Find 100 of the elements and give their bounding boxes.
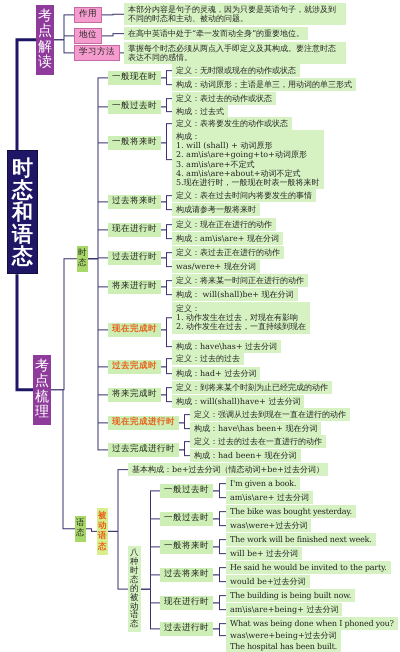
note-box: 定义：表在过去时间内将要发生的事情 [172,189,316,202]
note-box: 构成：have\has been+ 现在分词 [190,422,322,436]
note-box: 构成：had+ 过去分词 [172,367,260,380]
note-line: 2. 动作发生在过去，一直持续到现在 [176,322,306,332]
example-box: The hospital has been built. [226,640,342,652]
connector-line [178,422,190,430]
category-box: 地位 [74,28,102,44]
connector-line [86,528,98,532]
note-box: 本部分内容是句子的灵魂，因为只要是英语句子，就涉及到不同的时态和主动、被动的问题。 [124,3,346,26]
note-box: was/were+ 现在分词 [172,260,260,274]
note-box: 定义：过去的过去在一直进行的动作 [190,435,326,448]
connector-line [160,142,172,160]
connector-line [16,274,33,392]
example-box: He said he would be invited to the party. [226,561,391,574]
connector-line [212,602,226,610]
connector-line [212,490,226,498]
section-box: 考点解读 [36,5,54,75]
tense-box: 过去将来时 [160,568,213,582]
branch-box: 语态 [75,516,86,542]
tense-box: 一般过去时 [160,512,213,526]
note-box: would be+过去分词 [226,575,310,588]
tense-box: 将来完成时 [108,388,161,402]
note-line: 1. 动作发生在过去，对现在有影响 [176,313,300,322]
connector-line [140,588,160,630]
note-box: 定义：表将要发生的动作或状态 [172,117,292,130]
connector-line [212,546,226,554]
connector-line [160,257,172,268]
note-box: 构成：had been+ 现在分词 [190,449,301,462]
note-heading: 定义： [176,304,201,314]
note-box: 定义：将来某一时间正在进行的动作 [172,274,308,288]
note-box: 构成：动词原形；主语是单三，用动词的单三形式 [172,78,356,92]
example-box: The building is being built now. [226,589,356,602]
note-box: 定义：强调从过去到现在一直在进行的动作 [190,408,350,422]
tense-box: 过去进行时 [160,622,213,636]
note-box: 掌握每个时态必须从两点入手即定义及其构成。要注意时态表达不同的感情。 [124,42,346,64]
example-box: The bike was bought yesterday. [226,505,356,518]
connector-line [160,329,172,348]
connector-line [102,14,124,16]
category-box: 学习方法 [74,45,120,61]
connector-line [212,628,226,636]
tense-box: 现在完成进行时 [108,416,179,430]
note-box: 定义：过去的过去 [172,352,244,366]
note-heading: 构成： [176,132,201,142]
note-box: 构成：have\has+ 过去分词 [172,340,282,354]
tense-box: 过去完成时 [108,360,161,374]
note-line: 1. will (shall) + 动词原形 [176,141,274,150]
note-line: 2. am\is\are+going+to+动词原形 [176,150,308,160]
note-box: am\is\are+being+ 过去分词 [226,603,342,616]
connector-line [108,530,128,590]
note-box: 定义：现在正在进行的动作 [172,218,276,232]
tense-box: 过去进行时 [108,251,161,265]
note-box: 在高中英语中处于“牵一发而动全身”的重要地位。 [124,27,308,40]
connector-line [50,389,76,530]
tense-box: 现在进行时 [108,223,161,237]
branch-box: 被动语态 [97,508,108,555]
section-box: 考点梳理 [33,355,51,425]
note-box: 定义：表过去的动作或状态 [172,92,276,106]
category-box: 作用 [74,7,102,23]
note-box: was\were+过去分词 [226,519,312,532]
note-box: will be+ 过去分词 [226,547,302,560]
note-box [172,302,310,334]
connector-line [16,38,36,150]
connector-line [160,77,172,86]
note-box: 构成：am\is\are+ 现在分词 [172,232,283,246]
tense-box: 一般过去时 [108,100,161,114]
note-box: am\is\are+ 过去分词 [226,491,313,504]
example-box: The work will be finished next week. [226,533,376,546]
connector-line [54,39,74,54]
connector-line [178,449,190,456]
connector-line [160,201,172,210]
note-box: 构成请参考一般将来时 [172,203,260,216]
tense-box: 一般现在时 [108,71,161,85]
connector-line [212,574,226,582]
note-box: 基本构成：be+过去分词（情态动词+be+过去分词） [128,463,328,476]
connector-line [160,286,172,296]
branch-box: 时态 [77,246,88,272]
note-line: 3. am\is\are+不定式 [176,160,256,169]
tense-box: 一般将来时 [160,540,213,554]
note-line: 5.现在进行时，一般现在时表一般将来时 [176,178,320,188]
note-box: 构成：过去式 [172,105,228,118]
connector-line [212,518,226,526]
connector-line [160,106,172,112]
tense-box: 过去将来时 [108,195,161,209]
connector-line [160,366,172,374]
note-box: 定义：到将来某个时刻为止已经完成的动作 [172,381,332,394]
example-box: I'm given a book. [226,477,300,490]
branch-box: 八种时态的被动语态 [128,546,141,632]
tense-box: 现在进行时 [160,596,213,610]
note-box: 定义：无时限或现在的动作或状态 [172,64,300,78]
tense-box: 一般将来时 [108,136,161,150]
note-box: 构成：will(shall)have+ 过去分词 [172,395,304,408]
note-box: 构成： will(shall)be+ 现在分词 [172,288,298,302]
tense-box: 过去完成进行时 [108,443,179,457]
connector-line [120,52,124,54]
connector-line [160,394,172,402]
note-box: 定义：表过去正在进行的动作 [172,246,284,260]
connector-line [102,33,124,36]
example-box: What was being done when I phoned you? [226,617,398,630]
connector-line [160,229,172,240]
tense-box: 现在完成时 [108,323,161,337]
